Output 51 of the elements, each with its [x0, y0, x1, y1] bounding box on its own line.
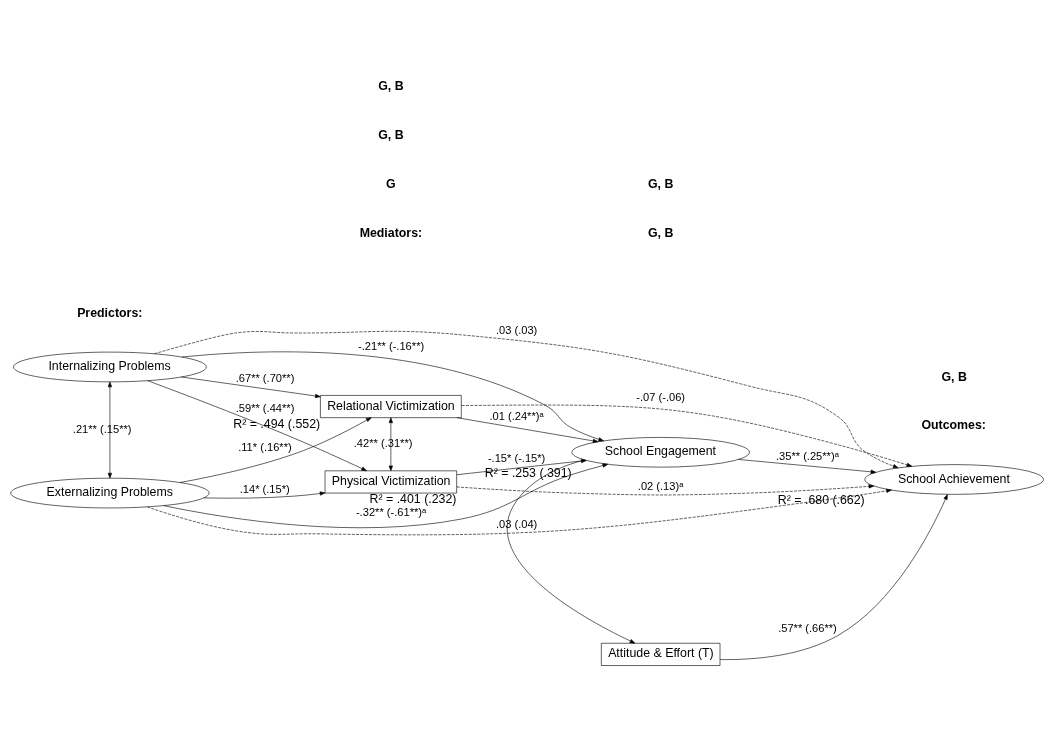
label: Mediators:: [359, 225, 423, 240]
arrow: [203, 491, 326, 499]
edge-label: -.21** (-.16**): [358, 339, 425, 352]
arrow: [181, 351, 604, 442]
edge-label: .57** (.66**): [778, 621, 837, 634]
edge-label: .01 (.24**)ᵃ: [489, 410, 544, 423]
edge-label: -.32** (-.61**)ᵃ: [355, 505, 427, 518]
edge-label: .59** (.44**): [235, 401, 295, 414]
label: G, B: [648, 176, 674, 191]
node-label: R² = .253 (.391): [484, 466, 572, 481]
edge-label: .03 (.03): [495, 324, 538, 337]
edge-label: -.07 (-.06): [636, 391, 686, 404]
arrow: [456, 417, 599, 443]
arrow: [179, 417, 372, 483]
edge-label: .11* (.16**): [238, 440, 292, 453]
label: G, B: [378, 127, 404, 142]
arrow: [163, 463, 609, 529]
edge-label: .35** (.25**)ᵃ: [775, 449, 839, 462]
node-box: Attitude & Effort (T): [601, 642, 721, 666]
node-label: R² = .401 (.232): [369, 491, 457, 506]
label: G, B: [941, 369, 967, 384]
label: G, B: [378, 79, 404, 94]
edge-label: .02 (.13)ᵃ: [637, 479, 684, 492]
arrow: [461, 404, 913, 467]
arrow: [738, 459, 877, 474]
arrow: [719, 494, 948, 660]
arrow: [107, 381, 112, 479]
node-label: R² = .494 (.552): [233, 416, 321, 431]
edge-label: .21** (.15**): [72, 422, 132, 435]
edge-label: .42** (.31**): [353, 436, 413, 449]
edge-label: .03 (.04): [495, 517, 538, 530]
node-ellipse: Externalizing Problems: [10, 477, 210, 509]
arrow: [456, 458, 587, 476]
edge-label: .67** (.70**): [235, 372, 295, 385]
node-box: Relational Victimization: [320, 395, 462, 418]
label: G, B: [648, 225, 674, 240]
node-box: Physical Victimization: [324, 470, 457, 494]
arrow: [506, 459, 636, 644]
label: Predictors:: [77, 305, 143, 320]
arrow: [456, 484, 875, 496]
node-label: R² = .680 (.662): [777, 493, 865, 508]
arrow: [154, 331, 899, 469]
label: G: [385, 176, 396, 191]
edge-label: .14* (.15*): [239, 482, 290, 495]
node-ellipse: Internalizing Problems: [13, 351, 207, 383]
arrow: [181, 376, 321, 398]
arrow: [388, 417, 393, 472]
arrow: [147, 380, 367, 472]
edge-label: -.15* (-.15*): [487, 451, 546, 464]
label: Outcomes:: [921, 418, 986, 433]
arrow: [147, 488, 892, 536]
